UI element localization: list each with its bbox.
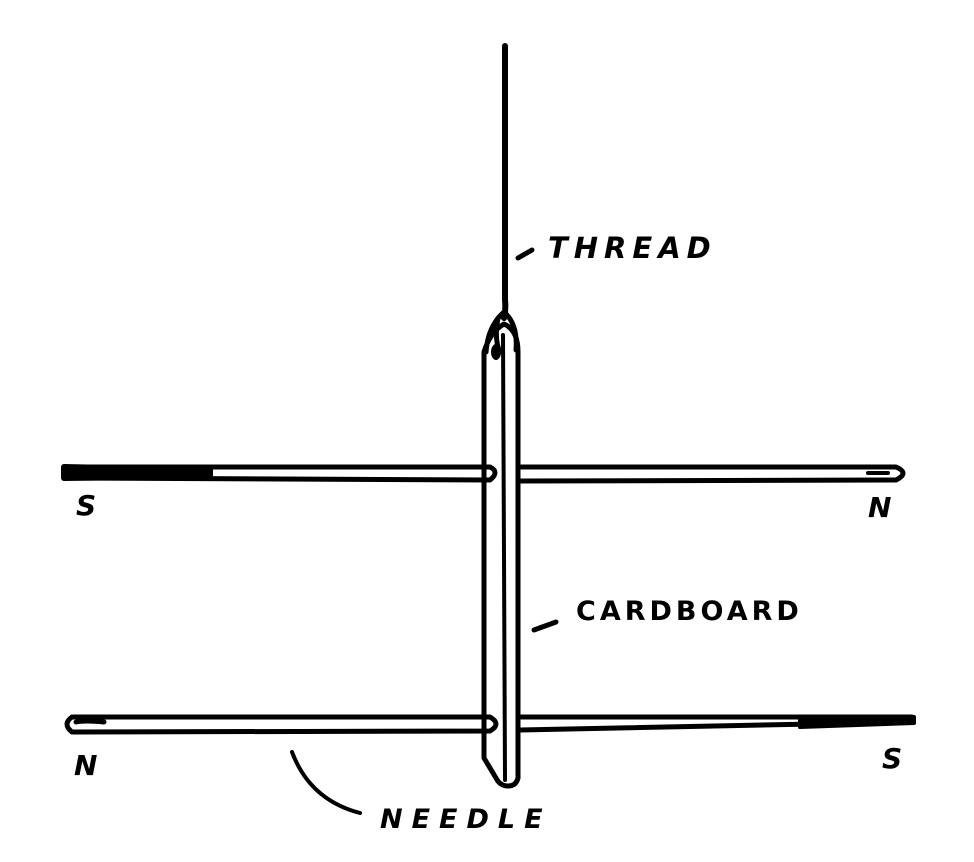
needle-leader: [290, 750, 362, 815]
cardboard-fold-line: [501, 333, 507, 782]
bottom-needle-eye: [73, 718, 107, 725]
top-needle-left-point: [61, 464, 213, 481]
bottom-needle-right-pole: S: [882, 742, 903, 775]
cardboard-label: CARDBOARD: [576, 596, 803, 627]
bottom-needle-right-point: [798, 715, 916, 729]
cardboard-leader: [531, 619, 559, 633]
top-needle-right: [517, 464, 906, 484]
top-needle-left-pole: S: [76, 489, 97, 522]
top-needle-left: [61, 464, 498, 483]
thread-knot-blob: [491, 344, 501, 360]
bottom-needle-left-pole: N: [74, 749, 98, 782]
top-needle-right-pole: N: [868, 491, 892, 524]
thread-leader: [515, 247, 535, 261]
thread-line: [501, 43, 509, 321]
cardboard-strip: [481, 321, 521, 789]
needle-label: NEEDLE: [380, 804, 552, 835]
thread-label: THREAD: [548, 231, 717, 265]
bottom-needle-left: [64, 714, 499, 735]
